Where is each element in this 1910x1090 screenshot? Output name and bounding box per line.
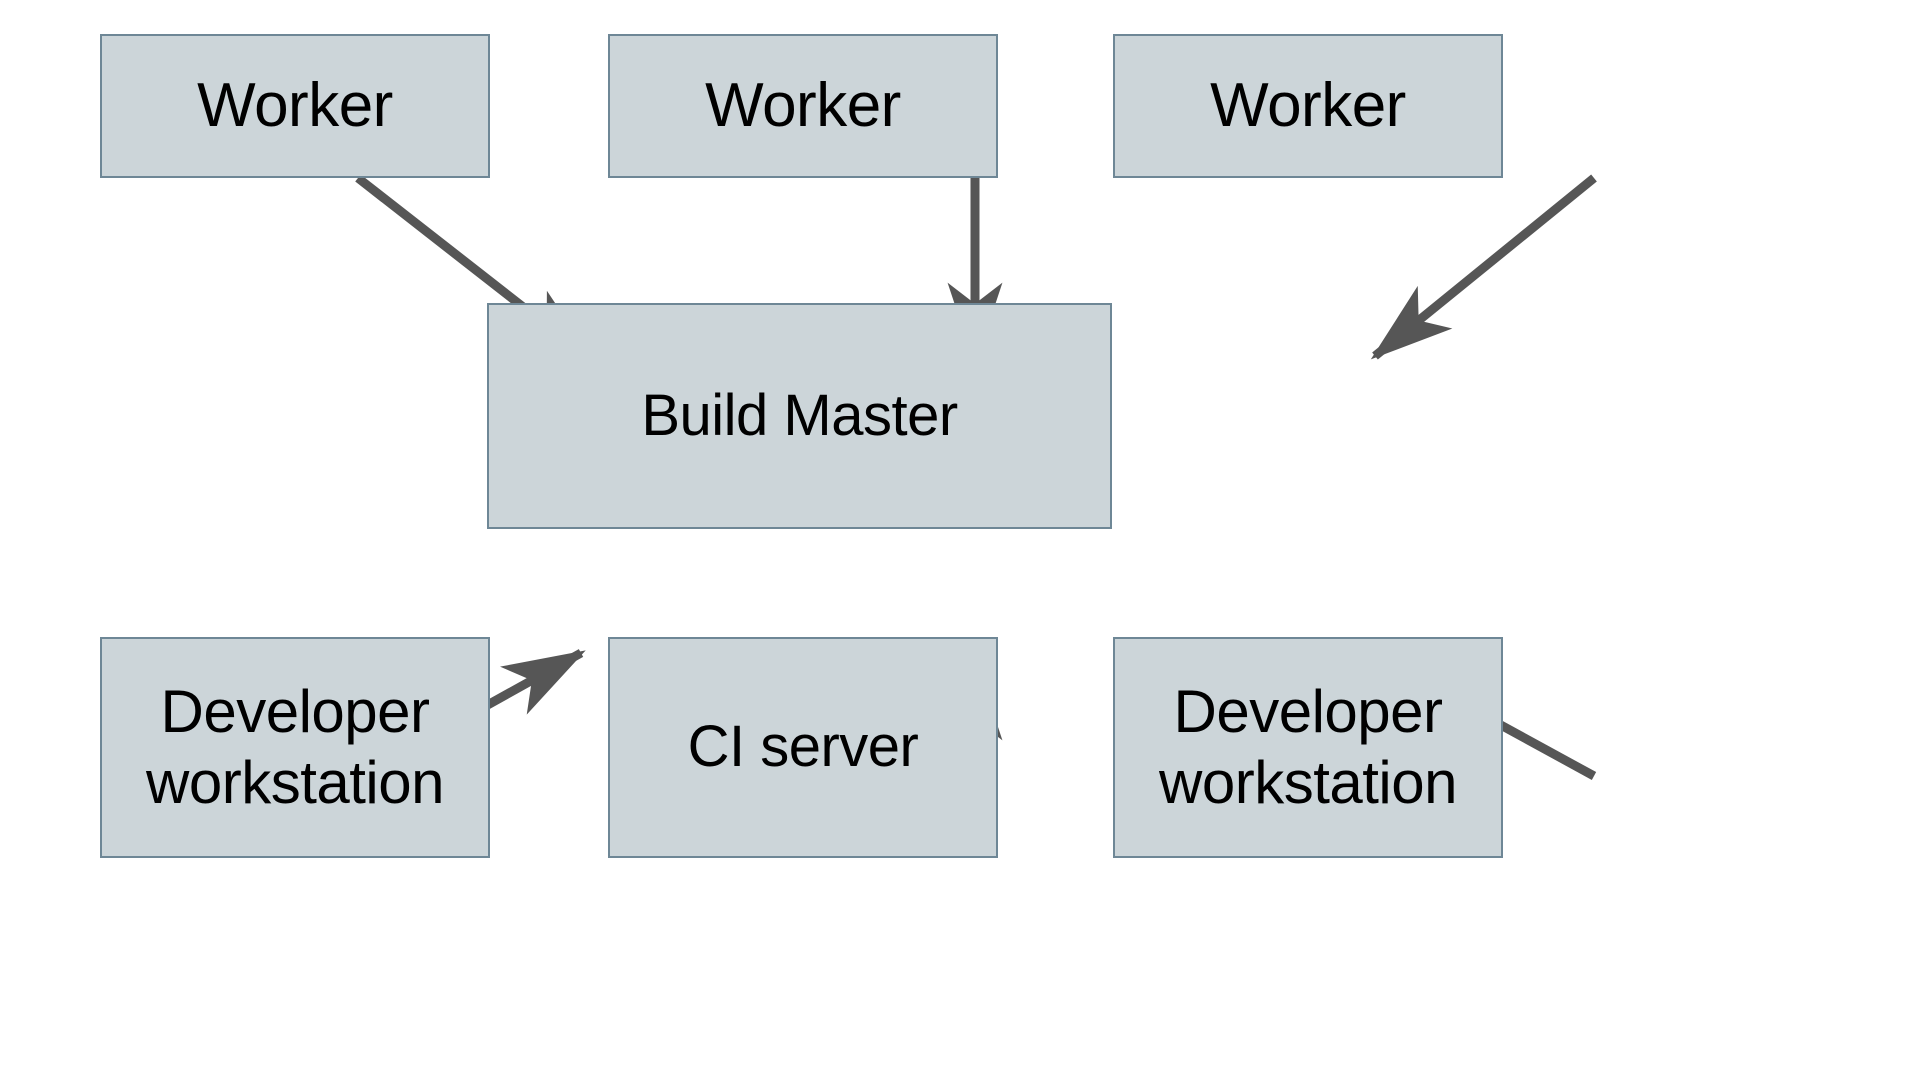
node-worker-2[interactable]: Worker bbox=[608, 34, 998, 178]
node-developer-workstation-right-label: Developer workstation bbox=[1159, 677, 1457, 816]
node-build-master[interactable]: Build Master bbox=[487, 303, 1112, 529]
node-worker-2-label: Worker bbox=[705, 71, 901, 141]
node-worker-3[interactable]: Worker bbox=[1113, 34, 1503, 178]
node-developer-workstation-left-label: Developer workstation bbox=[146, 677, 444, 816]
node-worker-3-label: Worker bbox=[1210, 71, 1406, 141]
node-worker-1-label: Worker bbox=[197, 71, 393, 141]
node-build-master-label: Build Master bbox=[641, 382, 958, 448]
node-developer-workstation-left[interactable]: Developer workstation bbox=[100, 637, 490, 858]
edge-worker3-to-master bbox=[1370, 174, 1597, 360]
node-developer-workstation-right[interactable]: Developer workstation bbox=[1113, 637, 1503, 858]
node-ci-server[interactable]: CI server bbox=[608, 637, 998, 858]
node-worker-1[interactable]: Worker bbox=[100, 34, 490, 178]
node-ci-server-label: CI server bbox=[687, 714, 919, 780]
